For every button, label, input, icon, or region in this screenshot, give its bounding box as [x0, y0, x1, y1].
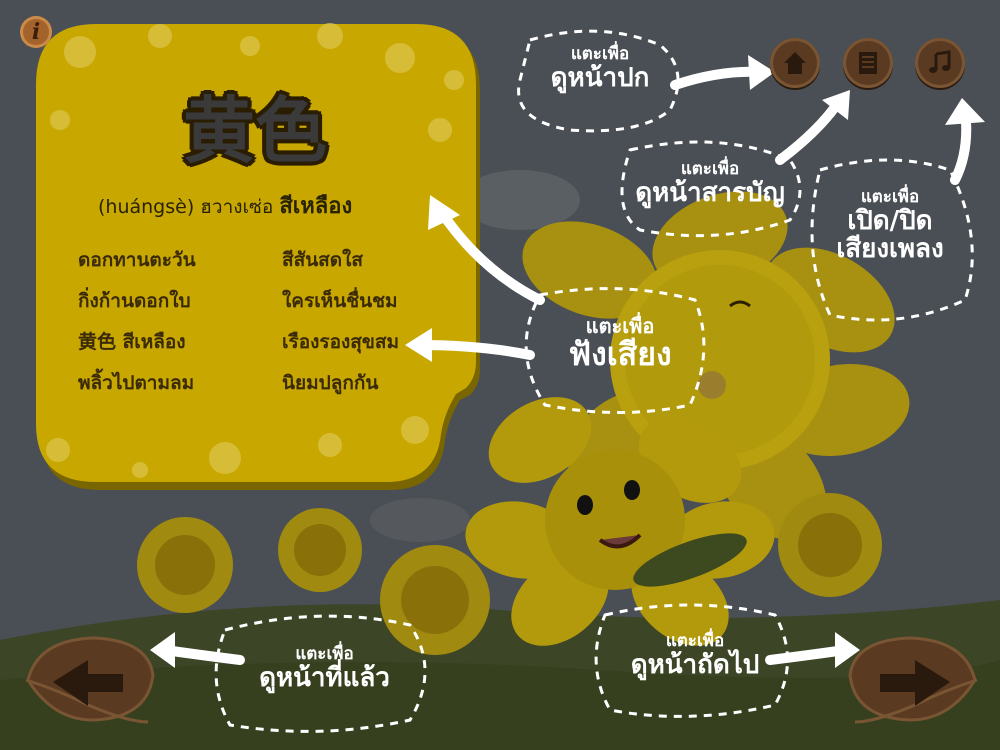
thai-reading-text: ฮวางเซ่อ: [200, 196, 274, 218]
hint-oval-prev: [214, 614, 427, 733]
hint-listen: แตะเพื่อ ฟังเสียง: [535, 315, 705, 372]
lyric-line[interactable]: พลิ้วไปตามลม: [78, 372, 195, 394]
hint-prev-small: แตะเพื่อ: [295, 644, 354, 664]
hint-music-small: แตะเพื่อ: [860, 187, 920, 207]
hint-music-large1: เปิด/ปิด: [847, 205, 933, 236]
word-title[interactable]: 黄色: [182, 89, 327, 173]
hint-oval-next: [594, 603, 789, 718]
hint-oval-music: [810, 158, 974, 322]
home-button[interactable]: [770, 38, 820, 88]
hint-prev-large: ดูหน้าที่แล้ว: [259, 662, 390, 693]
arrow-right-icon: [880, 660, 950, 706]
arrow-to-lyrics: [415, 340, 535, 360]
list-icon: [859, 52, 877, 74]
lyric-line[interactable]: ใครเห็นชื่นชม: [282, 290, 398, 312]
pinyin-text: (huángsè): [98, 196, 195, 218]
speech-bubble: [36, 23, 480, 490]
hint-music: แตะเพื่อ เปิด/ปิด เสียงเพลง: [815, 188, 965, 264]
sunflower-small-left: [137, 517, 233, 613]
hint-cover-large: ดูหน้าปก: [550, 62, 650, 93]
thai-meaning-text: สีเหลือง: [279, 194, 353, 219]
hint-next-large: ดูหน้าถัดไป: [630, 649, 760, 680]
next-page-button[interactable]: [845, 630, 985, 725]
hint-contents-small: แตะเพื่อ: [680, 159, 740, 179]
lyric-line[interactable]: นิยมปลูกกัน: [282, 372, 379, 394]
hint-cover-small: แตะเพื่อ: [570, 44, 630, 64]
sunflower-small-bottom: [380, 545, 490, 655]
lyric-line[interactable]: กิ่งก้านดอกใบ: [78, 290, 191, 312]
hint-contents-large: ดูหน้าสารบัญ: [635, 177, 785, 208]
prev-page-button[interactable]: [18, 630, 158, 725]
hint-next: แตะเพื่อ ดูหน้าถัดไป: [600, 632, 790, 679]
lyric-line[interactable]: เรืองรองสุขสม: [282, 331, 399, 353]
hint-music-large2: เสียงเพลง: [836, 234, 944, 265]
lyric-line[interactable]: 黄色 สีเหลือง: [78, 331, 186, 353]
info-button[interactable]: i: [20, 16, 52, 48]
sunflower-front: [465, 397, 775, 646]
hint-next-small: แตะเพื่อ: [665, 631, 725, 651]
hint-prev: แตะเพื่อ ดูหน้าที่แล้ว: [222, 645, 427, 692]
contents-button[interactable]: [843, 38, 893, 88]
home-icon: [784, 52, 806, 74]
hint-listen-large: ฟังเสียง: [568, 335, 672, 373]
music-note-icon: [929, 50, 951, 73]
hint-oval-contents: [620, 140, 802, 238]
sunflower-small-mid: [278, 508, 362, 592]
arrow-left-icon: [53, 660, 123, 706]
hint-listen-small: แตะเพื่อ: [585, 314, 655, 338]
lyric-line[interactable]: ดอกทานตะวัน: [78, 249, 196, 271]
arrow-to-title: [435, 205, 545, 305]
hint-contents: แตะเพื่อ ดูหน้าสารบัญ: [620, 160, 800, 207]
word-pronunciation[interactable]: (huángsè) ฮวางเซ่อ สีเหลือง: [98, 188, 352, 223]
music-toggle-button[interactable]: [915, 38, 965, 88]
sunflower-small-right: [778, 493, 882, 597]
lyric-line[interactable]: สีสันสดใส: [282, 249, 363, 271]
hint-cover: แตะเพื่อ ดูหน้าปก: [530, 45, 670, 92]
info-icon: i: [31, 19, 41, 45]
